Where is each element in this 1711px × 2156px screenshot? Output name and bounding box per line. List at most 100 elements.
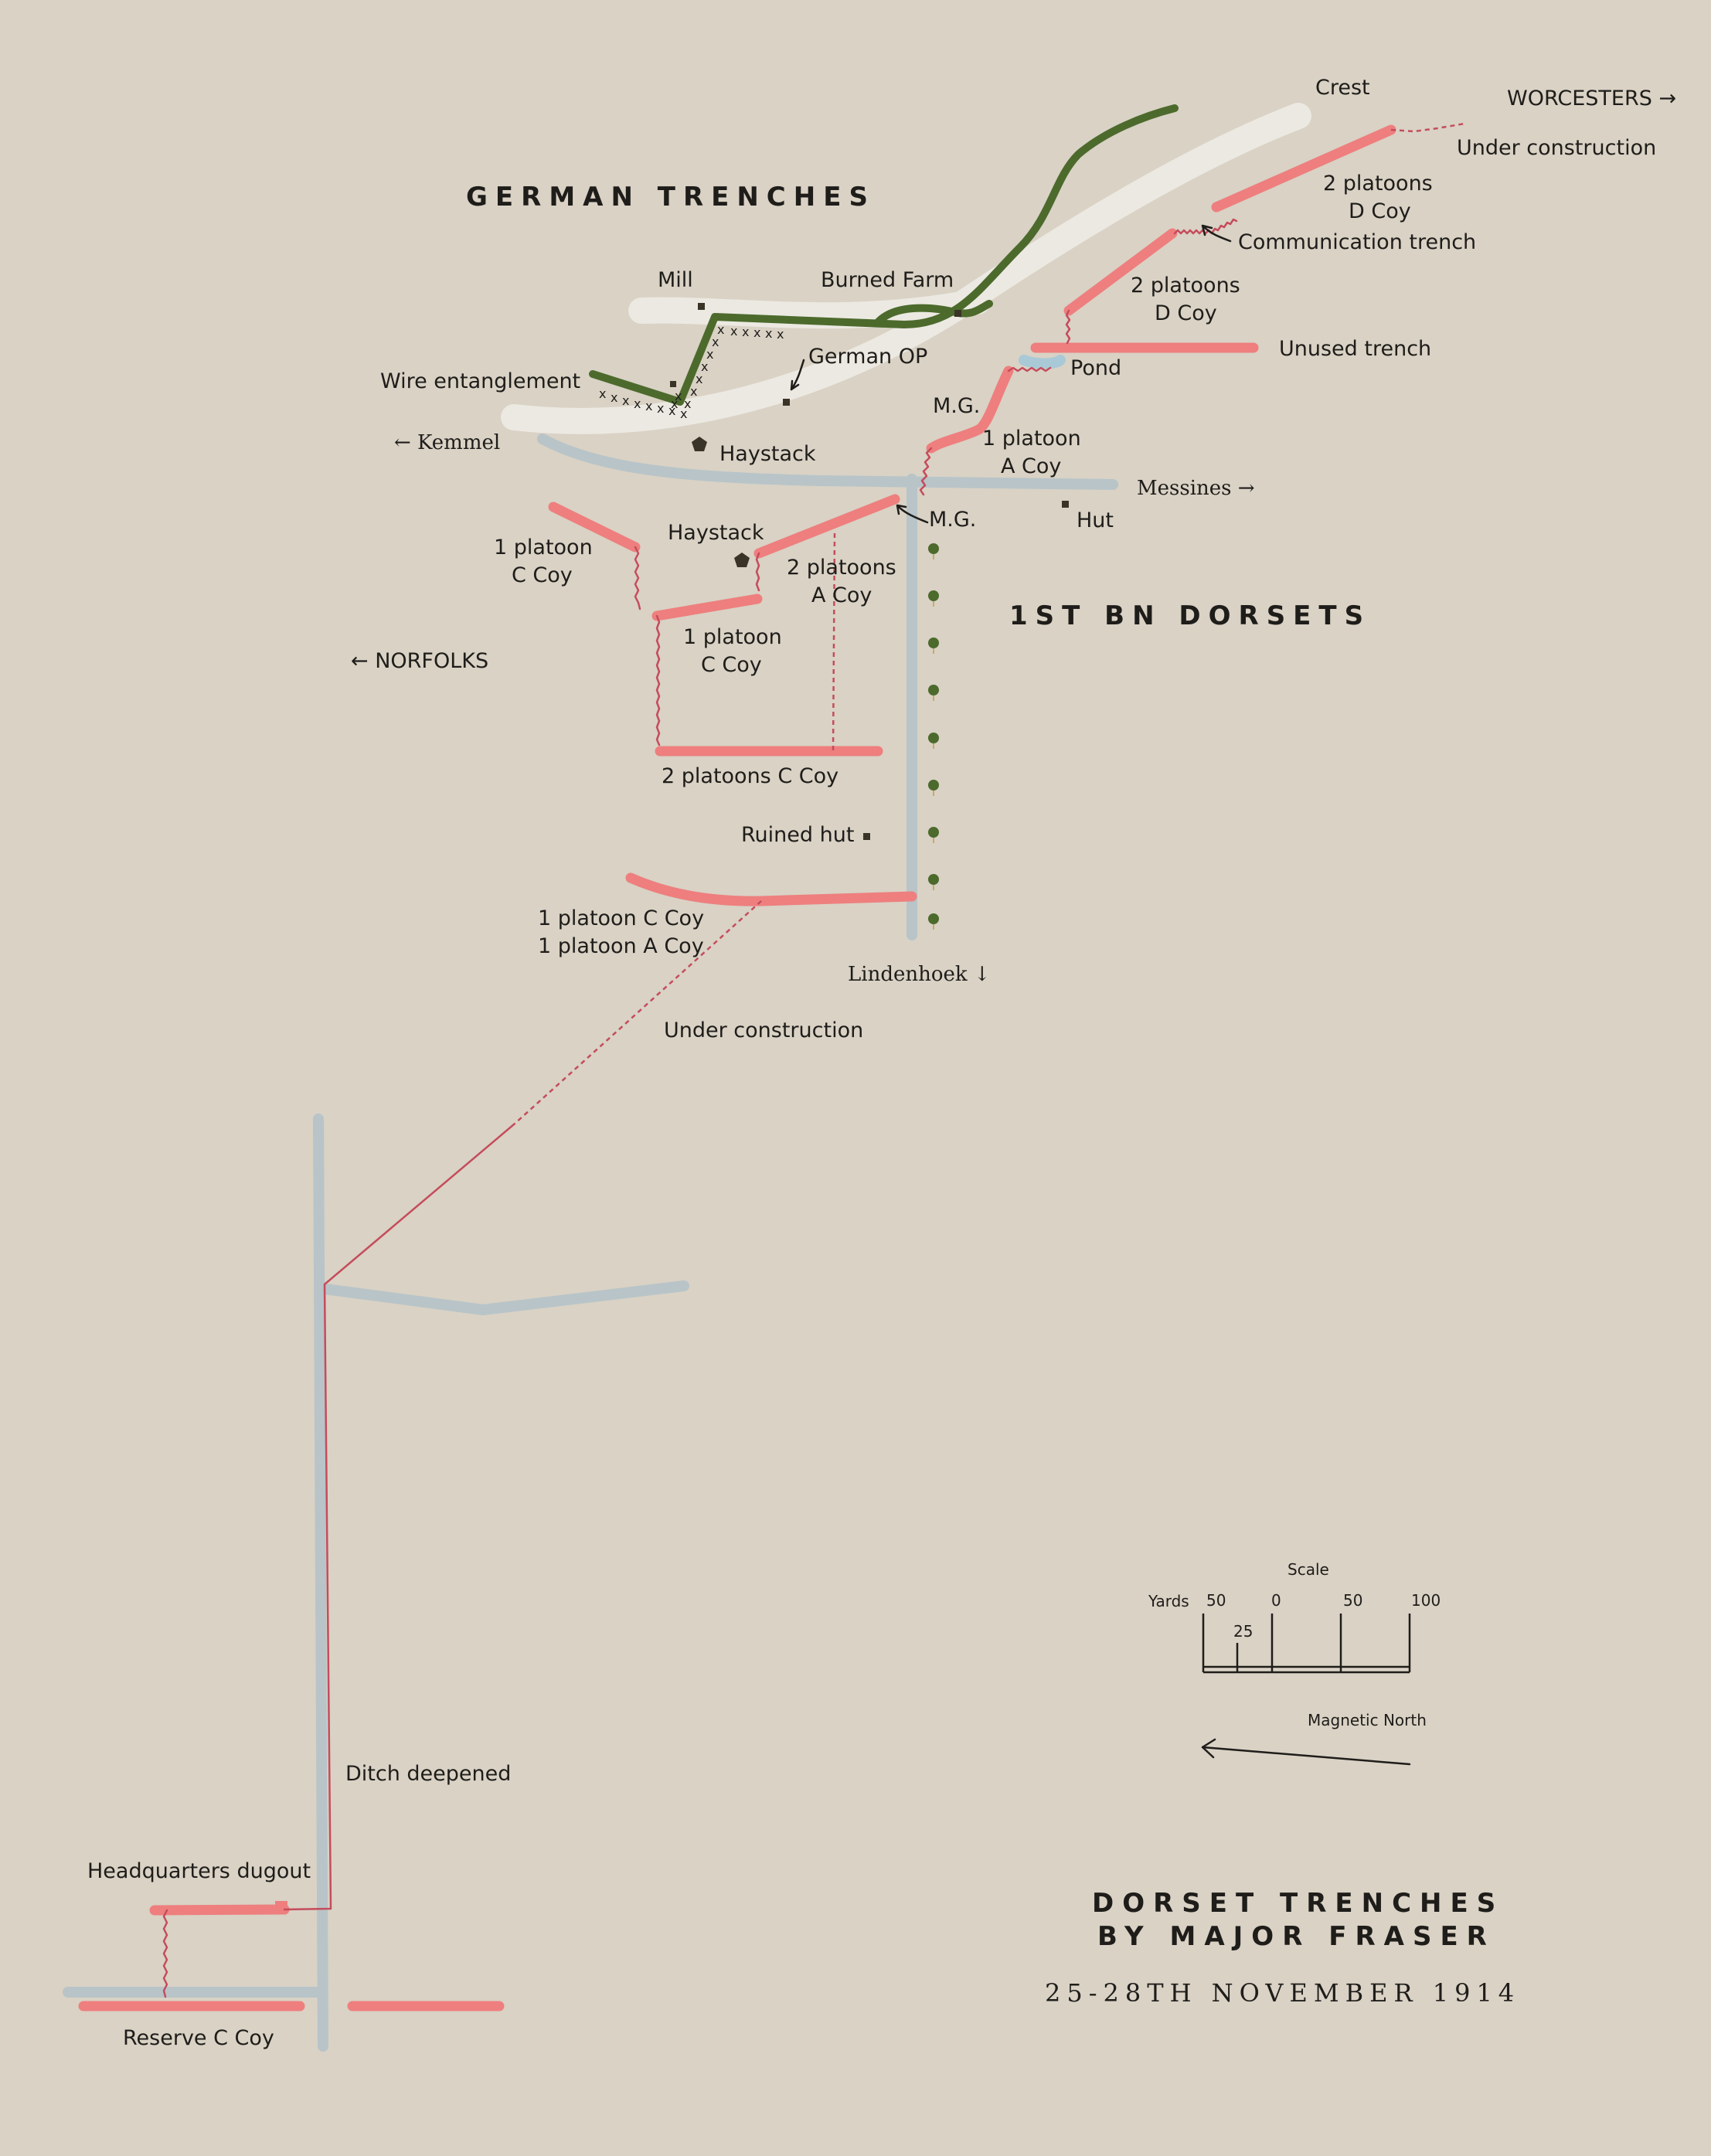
- svg-text:x: x: [675, 389, 682, 403]
- label-mg-lower: M.G.: [929, 508, 976, 532]
- comm-trench-pointer: [1201, 224, 1232, 243]
- comm-trench-pond: [1065, 309, 1071, 345]
- scale-tick-label: 50: [1343, 1591, 1362, 1610]
- comm-trench-a-coy: [919, 447, 933, 496]
- comm-trench-mg: [1007, 366, 1052, 372]
- label-unused-trench: Unused trench: [1279, 337, 1431, 361]
- label-d-coy-lower-2: D Coy: [1155, 301, 1217, 325]
- label-communication-trench: Communication trench: [1238, 230, 1476, 254]
- burned-farm-marker: [954, 310, 961, 317]
- scale-bar: Scale Yards 50 0 50 100 25: [1148, 1560, 1441, 1674]
- map-title-line1: DORSET TRENCHES: [1092, 1888, 1504, 1919]
- label-lindenhoek: Lindenhoek ↓: [848, 963, 991, 986]
- label-under-construction-top: Under construction: [1457, 136, 1656, 160]
- trench-mixed-coy: [625, 872, 917, 906]
- haystack-lower-icon: [734, 553, 750, 567]
- scale-tick-label: 0: [1271, 1591, 1281, 1610]
- svg-text:x: x: [622, 393, 629, 408]
- svg-text:x: x: [706, 347, 713, 362]
- svg-text:x: x: [634, 396, 641, 411]
- label-burned-farm: Burned Farm: [821, 268, 954, 292]
- scale-minor-label: 25: [1233, 1622, 1253, 1641]
- new-trench-line: [283, 1123, 515, 1911]
- heading-german-trenches: GERMAN TRENCHES: [466, 182, 876, 213]
- label-messines: Messines →: [1137, 477, 1255, 500]
- german-trench-farm: [873, 300, 993, 327]
- mg-lower-pointer: [896, 504, 929, 524]
- trench-a-coy-upper: [926, 366, 1014, 454]
- trench-d-coy-lower: [1063, 228, 1178, 316]
- svg-text:x: x: [777, 327, 784, 342]
- north-label: Magnetic North: [1308, 1711, 1427, 1729]
- dashed-trench-lower: [513, 900, 762, 1125]
- svg-text:x: x: [730, 324, 737, 338]
- label-mill: Mill: [658, 268, 693, 292]
- label-d-coy-upper-1: 2 platoons: [1323, 172, 1433, 196]
- dashed-trench-top: [1390, 122, 1465, 133]
- svg-text:x: x: [645, 399, 652, 413]
- dashed-trench-mid: [832, 532, 836, 752]
- wire-marker: [670, 381, 676, 387]
- label-kemmel: ← Kemmel: [394, 431, 500, 454]
- svg-text:x: x: [668, 403, 675, 418]
- hq-dugout: [275, 1901, 287, 1913]
- trench-a-coy-mid: [753, 494, 900, 559]
- mill-marker: [698, 303, 705, 310]
- german-op-pointer: [790, 359, 805, 391]
- label-mixed-coy-1: 1 platoon C Coy: [538, 906, 704, 930]
- svg-text:x: x: [680, 406, 687, 421]
- heading-dorsets: 1ST BN DORSETS: [1009, 600, 1371, 631]
- ditch-vertical: [313, 1114, 328, 2052]
- svg-text:x: x: [611, 390, 617, 405]
- label-ditch-deepened: Ditch deepened: [345, 1762, 511, 1786]
- svg-text:x: x: [701, 359, 708, 374]
- svg-text:x: x: [765, 326, 772, 341]
- trench-d-coy-upper: [1211, 124, 1396, 213]
- svg-text:x: x: [742, 325, 749, 339]
- comm-trench-left: [634, 546, 641, 610]
- label-german-op: German OP: [808, 345, 927, 369]
- comm-trench-haystack: [755, 552, 760, 592]
- label-d-coy-upper-2: D Coy: [1349, 199, 1411, 223]
- kemmel-road: [537, 434, 1118, 490]
- german-trench-front: [589, 104, 1179, 406]
- label-reserve: Reserve C Coy: [123, 2026, 274, 2050]
- trench-c-coy-left: [548, 502, 641, 553]
- svg-text:x: x: [753, 325, 760, 340]
- label-wire-entanglement: Wire entanglement: [380, 369, 580, 393]
- label-crest: Crest: [1315, 76, 1370, 100]
- label-a-coy-mid-2: A Coy: [811, 583, 872, 607]
- svg-text:x: x: [684, 396, 691, 411]
- german-op-marker: [783, 399, 790, 406]
- pond: [1019, 355, 1066, 369]
- label-a-coy-upper-1: 1 platoon: [982, 427, 1081, 451]
- svg-text:x: x: [657, 401, 664, 416]
- svg-text:x: x: [690, 384, 697, 399]
- label-c-coy-mid-2: C Coy: [701, 653, 762, 677]
- label-c-coy-left-1: 1 platoon: [494, 536, 593, 559]
- comm-trench-c-coy: [655, 614, 661, 746]
- svg-text:x: x: [717, 322, 724, 337]
- tree-line: [928, 543, 939, 930]
- map-date: 25-28TH NOVEMBER 1914: [1045, 1978, 1520, 2008]
- svg-text:x: x: [696, 372, 702, 386]
- trench-hq: [149, 1904, 290, 1916]
- label-c-coy-two: 2 platoons C Coy: [662, 764, 838, 788]
- label-hut: Hut: [1077, 508, 1114, 532]
- label-d-coy-lower-1: 2 platoons: [1131, 274, 1240, 298]
- hut-marker: [1062, 501, 1069, 508]
- scale-tick-label: 100: [1411, 1591, 1441, 1610]
- ditch-branch: [319, 1280, 689, 1315]
- ruined-hut-marker: [863, 833, 870, 840]
- label-ruined-hut: Ruined hut: [741, 823, 854, 847]
- label-haystack-upper: Haystack: [719, 442, 816, 466]
- label-c-coy-mid-1: 1 platoon: [683, 625, 782, 649]
- scale-title: Scale: [1288, 1560, 1329, 1579]
- label-pond: Pond: [1070, 356, 1121, 380]
- svg-text:x: x: [599, 386, 606, 401]
- trench-c-coy-mid: [651, 593, 763, 621]
- label-haystack-lower: Haystack: [668, 521, 764, 545]
- label-mixed-coy-2: 1 platoon A Coy: [538, 934, 704, 958]
- map-title-line2: BY MAJOR FRASER: [1097, 1921, 1495, 1952]
- label-a-coy-mid-1: 2 platoons: [787, 556, 896, 580]
